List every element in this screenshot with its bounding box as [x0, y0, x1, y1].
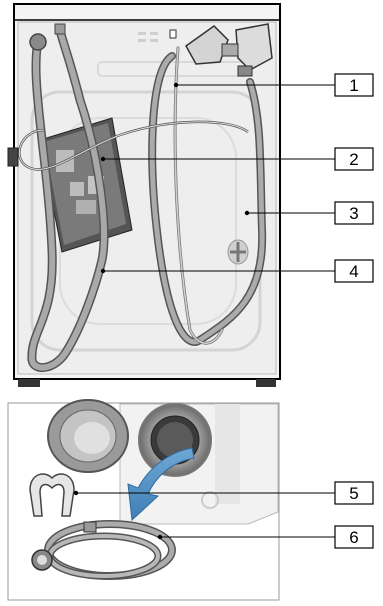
washing-machine-back [13, 3, 281, 387]
callout-3-label: 3 [349, 204, 358, 223]
callout-1-label: 1 [349, 76, 358, 95]
callout-3: 3 [334, 201, 374, 225]
power-cable [7, 120, 249, 171]
callout-5-label: 5 [349, 484, 358, 503]
coiled-hose [31, 520, 176, 580]
callout-6: 6 [334, 525, 374, 549]
callout-2: 2 [334, 147, 374, 171]
transport-holder [227, 239, 249, 265]
foot-right [256, 379, 276, 387]
inlet-hose [148, 46, 267, 346]
foot-left [18, 379, 40, 387]
callout-dots [73, 82, 250, 540]
callout-4-label: 4 [349, 262, 358, 281]
hose-bracket [29, 473, 75, 517]
vent-marks [138, 32, 158, 42]
callout-6-label: 6 [349, 528, 358, 547]
callout-1: 1 [334, 73, 374, 97]
callout-5: 5 [334, 481, 374, 505]
callout-2-label: 2 [349, 150, 358, 169]
callout-leaders [76, 84, 335, 538]
callout-4: 4 [334, 259, 374, 283]
inset-panel [7, 399, 280, 601]
arrow-icon [127, 447, 195, 522]
drain-hose [27, 23, 109, 372]
aquastop-valve [169, 23, 273, 77]
